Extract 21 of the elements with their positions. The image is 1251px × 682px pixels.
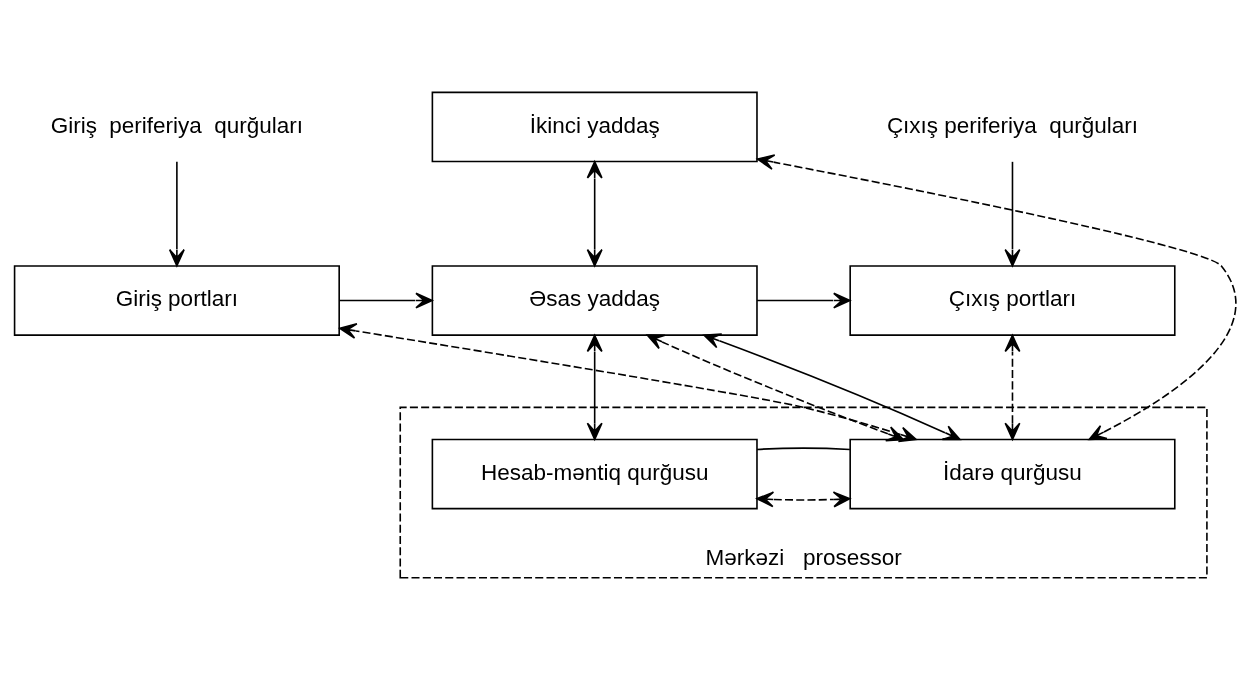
node-box: Çıxış portları xyxy=(849,264,1176,336)
arrow xyxy=(586,334,603,440)
arrow xyxy=(1004,160,1021,267)
node-box: İkinci yaddaş xyxy=(431,91,758,162)
arrow xyxy=(586,160,603,267)
node-box: Giriş portları xyxy=(13,264,340,336)
arrow xyxy=(1004,334,1021,440)
arrow xyxy=(646,333,905,442)
arrow xyxy=(756,292,851,309)
node-text: Giriş periferiya qurğuları xyxy=(50,112,304,138)
node-text: Çıxış periferiya qurğuları xyxy=(886,112,1139,138)
arrow xyxy=(338,292,433,309)
connector xyxy=(756,446,851,450)
arrow xyxy=(756,153,1237,440)
node-box: Əsas yaddaş xyxy=(431,264,758,336)
arrow xyxy=(168,160,185,267)
node-box: Hesab-məntiq qurğusu xyxy=(431,438,758,509)
arrow xyxy=(756,490,851,507)
arrow xyxy=(339,322,917,442)
arrow xyxy=(703,332,961,440)
node-box: İdarə qurğusu xyxy=(849,438,1176,509)
